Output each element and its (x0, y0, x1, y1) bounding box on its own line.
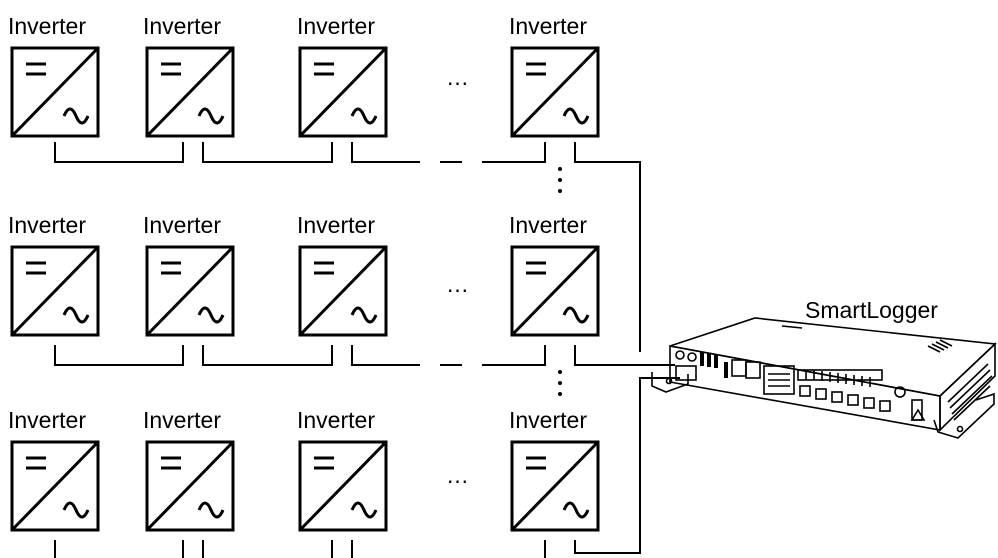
ground-screw-icon (894, 386, 906, 398)
daisy-chain-cable (54, 142, 546, 163)
continuation-dot (558, 381, 562, 385)
inverter-symbol (298, 46, 388, 138)
front-panel-ports (675, 350, 926, 421)
rs485-port (863, 397, 875, 409)
inverter-row-2: Inverter Inverter Inverter Inverter … (8, 212, 675, 396)
reset-button-icon (687, 352, 697, 362)
mounting-hole (665, 377, 673, 385)
rs485-port (831, 391, 843, 403)
model-label (781, 325, 803, 329)
inverter-label: Inverter (509, 13, 587, 39)
brand-logo (927, 339, 953, 353)
continuation-dot (558, 370, 562, 374)
inverter-label: Inverter (143, 407, 221, 433)
continuation-dot (558, 178, 562, 182)
indicator-led (714, 354, 718, 368)
inverter-symbol (10, 46, 100, 138)
inverter-label: Inverter (509, 212, 587, 238)
inverter-row-1: Inverter Inverter Inverter Inverter … (8, 13, 641, 352)
rs485-port (879, 400, 891, 412)
sim-slot (675, 365, 697, 381)
inverter-symbol (10, 245, 100, 337)
ellipsis: … (446, 64, 469, 90)
smartlogger-device: SmartLogger (651, 297, 997, 439)
inverter-label: Inverter (8, 13, 86, 39)
chassis-top (669, 317, 997, 397)
inverter-label: Inverter (509, 407, 587, 433)
inverter-symbol (145, 46, 235, 138)
inverter-row-3: Inverter Inverter Inverter Inverter … (8, 377, 680, 558)
continuation-dot (558, 392, 562, 396)
inverter-symbol (510, 46, 600, 138)
daisy-chain-cable (54, 345, 546, 366)
inverter-symbol (145, 440, 235, 532)
continuation-dot (558, 189, 562, 193)
continuation-dot (558, 167, 562, 171)
inverter-label: Inverter (143, 212, 221, 238)
rs485-port (815, 388, 827, 400)
inverter-label: Inverter (297, 212, 375, 238)
chassis-side (939, 342, 996, 432)
inverter-symbol (145, 245, 235, 337)
inverter-symbol (298, 245, 388, 337)
inverter-symbol (298, 440, 388, 532)
inverter-symbol (510, 245, 600, 337)
power-button-icon (675, 350, 685, 360)
terminal-strip (797, 369, 883, 381)
ethernet-port (745, 361, 761, 379)
row-trunk-cable (574, 142, 641, 352)
inverter-label: Inverter (8, 407, 86, 433)
usb-port (724, 362, 728, 378)
indicator-led (700, 352, 704, 366)
inverter-symbol (510, 440, 600, 532)
ellipsis: … (446, 271, 469, 297)
indicator-led (707, 353, 711, 367)
ethernet-port (731, 359, 747, 377)
inverter-label: Inverter (143, 13, 221, 39)
inverter-label: Inverter (8, 212, 86, 238)
mounting-bracket (933, 392, 995, 439)
row-trunk-cable (574, 377, 680, 554)
inverter-symbol (10, 440, 100, 532)
rs485-port (847, 394, 859, 406)
inverter-label: Inverter (297, 13, 375, 39)
warning-icon (910, 408, 926, 421)
rs485-port (799, 385, 811, 397)
mounting-hole (956, 425, 964, 433)
daisy-chain-cable (54, 540, 546, 558)
row-trunk-cable (574, 345, 675, 366)
inverter-label: Inverter (297, 407, 375, 433)
terminal-block (768, 373, 790, 387)
terminal-block (763, 365, 795, 395)
ventilation-grille (947, 363, 993, 421)
smartlogger-label: SmartLogger (805, 297, 938, 323)
ellipsis: … (446, 462, 469, 488)
